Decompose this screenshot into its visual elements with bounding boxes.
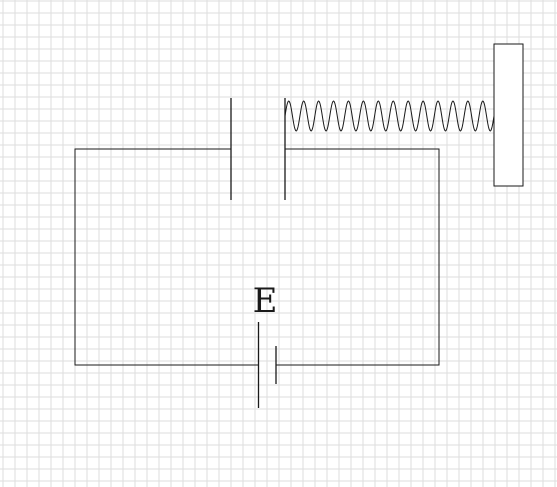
wire-right-loop [276,148,440,366]
capacitor [230,98,286,200]
battery-label: E [253,281,278,321]
fixed-wall [493,43,524,187]
wire-left-loop [74,148,258,366]
spring [284,100,495,132]
battery [257,322,277,408]
circuit-wires [74,148,440,366]
